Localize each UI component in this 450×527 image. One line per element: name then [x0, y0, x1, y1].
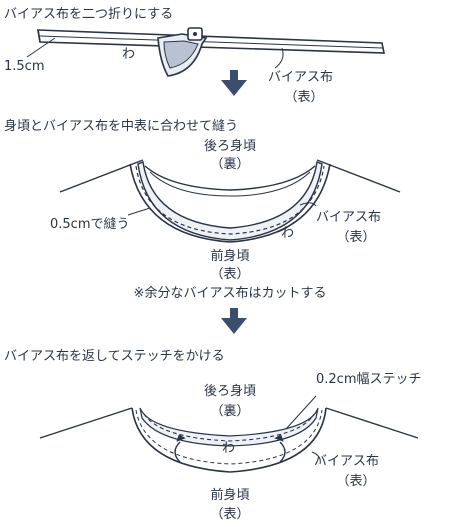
- step1-heading: バイアス布を二つ折りにする: [4, 7, 174, 22]
- seam-line-2: [135, 165, 325, 235]
- note-cut-excess: ※余分なバイアス布はカットする: [133, 286, 327, 301]
- turn-arrow-left: [174, 441, 181, 463]
- neckline-front: [129, 163, 331, 243]
- stitch-diagram: [39, 395, 419, 473]
- label-wa-2: わ: [281, 226, 295, 241]
- label-bias-side-2: （表）: [336, 230, 376, 245]
- label-front-side-2: （表）: [210, 267, 250, 282]
- fold-line: [39, 35, 384, 49]
- label-seam-allowance: 0.5cmで縫う: [50, 217, 130, 232]
- label-bias-tape-3: バイアス布: [314, 454, 380, 469]
- step-arrow-2: [221, 308, 247, 334]
- label-front-bodice-3: 前身頃: [210, 488, 250, 503]
- label-wa-3: わ: [222, 441, 236, 456]
- label-back-side-3: （裏）: [210, 404, 250, 419]
- stitch-line-3: [143, 413, 315, 442]
- turn-arrow-right: [279, 441, 286, 463]
- label-bias-tape-2: バイアス布: [316, 210, 382, 225]
- bias-leader: [274, 47, 284, 69]
- step3-heading: バイアス布を返してステッチをかける: [4, 349, 225, 364]
- label-wa-fold: わ: [122, 47, 136, 62]
- label-stitch: 0.2cm幅ステッチ: [316, 372, 422, 387]
- label-back-bodice-2: 後ろ身頃: [203, 139, 257, 154]
- label-1-5cm: 1.5cm: [4, 59, 45, 74]
- label-front-bodice-2: 前身頃: [210, 249, 250, 264]
- label-bias-tape: バイアス布: [268, 70, 334, 85]
- label-front-side-3: （表）: [210, 507, 250, 522]
- width-leader: [26, 37, 56, 58]
- label-back-side-2: （裏）: [210, 157, 250, 172]
- neckline-front-3: [131, 407, 327, 473]
- label-bias-tape-side: （表）: [284, 90, 324, 105]
- sewing-diagram: [59, 159, 401, 243]
- neckline-back: [144, 165, 316, 191]
- label-back-bodice-3: 後ろ身頃: [203, 384, 257, 399]
- folded-bias-tape-figure: [26, 27, 385, 96]
- step-arrow-1: [221, 70, 247, 96]
- step2-heading: 身頃とバイアス布を中表に合わせて縫う: [4, 119, 239, 134]
- label-bias-side-3: （表）: [336, 474, 376, 489]
- iron-icon: [157, 27, 208, 77]
- bias-band-2: [137, 161, 323, 241]
